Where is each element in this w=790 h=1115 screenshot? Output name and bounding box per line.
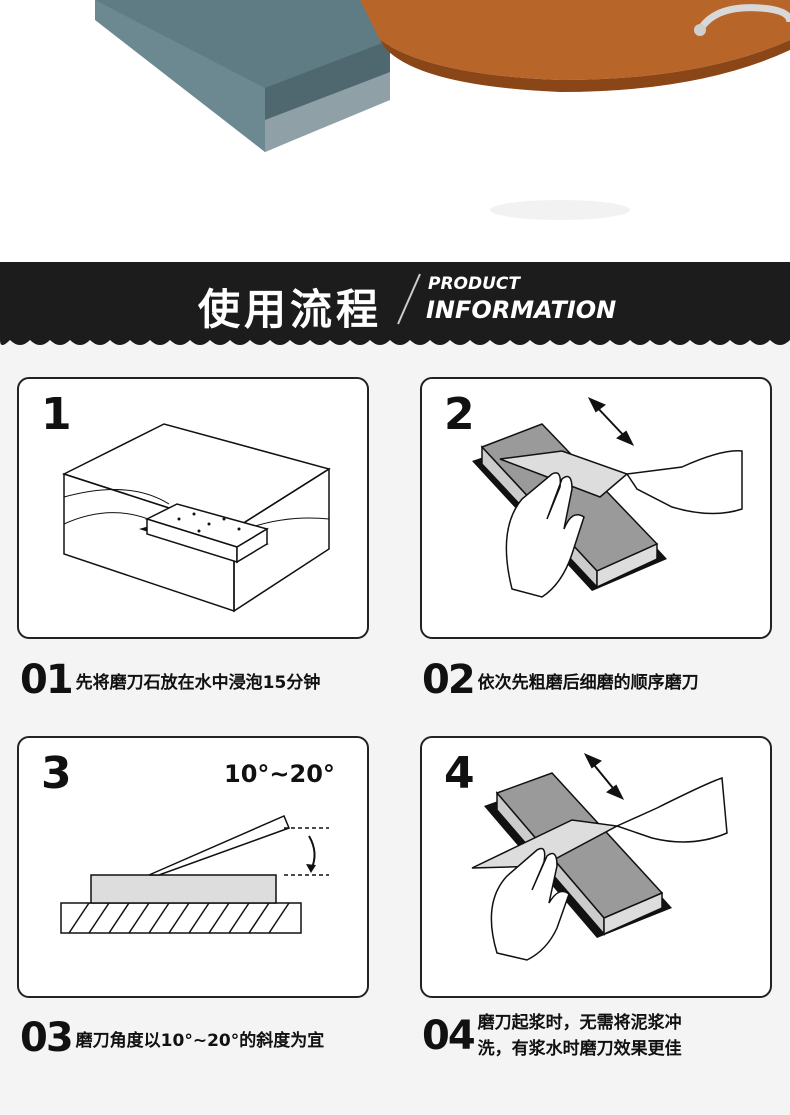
product-illustration	[95, 0, 790, 220]
step-2-card: 2	[420, 377, 772, 639]
step-1-caption: 01 先将磨刀石放在水中浸泡15分钟	[20, 660, 320, 700]
stone-side	[603, 891, 663, 936]
knife-blade	[148, 815, 290, 876]
product-photo	[0, 0, 790, 262]
grind-illustration	[472, 397, 743, 598]
motion-arrow	[587, 397, 635, 446]
left-hand	[505, 472, 585, 598]
step-3-number: 3	[41, 748, 72, 799]
banner-title-cn: 使用流程	[198, 285, 383, 334]
step-2-caption-number: 02	[422, 657, 476, 703]
angle-illustration	[60, 815, 329, 934]
handle-rivet	[694, 24, 706, 36]
right-hand	[625, 450, 743, 515]
right-hand	[614, 776, 728, 843]
stone-side-bottom	[265, 72, 390, 152]
step-1-card: 1	[17, 377, 369, 639]
step-3-caption: 03 磨刀角度以10°~20°的斜度为宜	[20, 1018, 324, 1058]
stone-side	[596, 542, 658, 589]
motion-arrow	[583, 753, 625, 800]
board-hatching	[68, 902, 290, 934]
whetstone	[90, 874, 277, 904]
step-3-caption-text: 磨刀角度以10°~20°的斜度为宜	[75, 1030, 325, 1051]
step-2-caption: 02 依次先粗磨后细磨的顺序磨刀	[422, 660, 699, 700]
section-banner: 使用流程 PRODUCT INFORMATION	[0, 262, 790, 350]
wood-board-edge	[380, 40, 790, 92]
base-board	[60, 902, 302, 934]
stone-front	[95, 0, 265, 152]
stone-top	[95, 0, 390, 152]
step-3-caption-number: 03	[20, 1015, 74, 1061]
step-4-caption-line1: 磨刀起浆时，无需将泥浆冲	[477, 1013, 682, 1033]
wood-board	[360, 0, 790, 80]
step-1-caption-number: 01	[20, 657, 74, 703]
step-1-number: 1	[41, 389, 72, 440]
step-4-caption: 04 磨刀起浆时，无需将泥浆冲 洗，有浆水时磨刀效果更佳	[422, 1010, 682, 1062]
angle-label: 10°~20°	[224, 760, 335, 788]
stone-side-face	[236, 527, 268, 564]
banner-title-en-line2: INFORMATION	[426, 296, 617, 324]
step-4-caption-number: 04	[422, 1013, 476, 1059]
step-3-card: 3 10°~20°	[17, 736, 369, 998]
soak-illustration	[62, 423, 331, 613]
step-4-number: 4	[444, 748, 475, 799]
banner-bg	[0, 262, 790, 345]
step-2-number: 2	[444, 389, 475, 440]
board-handle	[697, 4, 790, 32]
step-4-card: 4	[420, 736, 772, 998]
slurry-illustration	[471, 753, 728, 961]
step-2-caption-text: 依次先粗磨后细磨的顺序磨刀	[477, 672, 699, 693]
step-4-caption-text: 磨刀起浆时，无需将泥浆冲 洗，有浆水时磨刀效果更佳	[478, 1010, 682, 1062]
tank-side	[233, 467, 330, 613]
shadow	[490, 200, 630, 220]
step-4-caption-line2: 洗，有浆水时磨刀效果更佳	[477, 1039, 682, 1059]
left-hand	[490, 847, 570, 961]
banner-title-en-line1: PRODUCT	[428, 274, 520, 294]
step-1-caption-text: 先将磨刀石放在水中浸泡15分钟	[75, 672, 321, 693]
